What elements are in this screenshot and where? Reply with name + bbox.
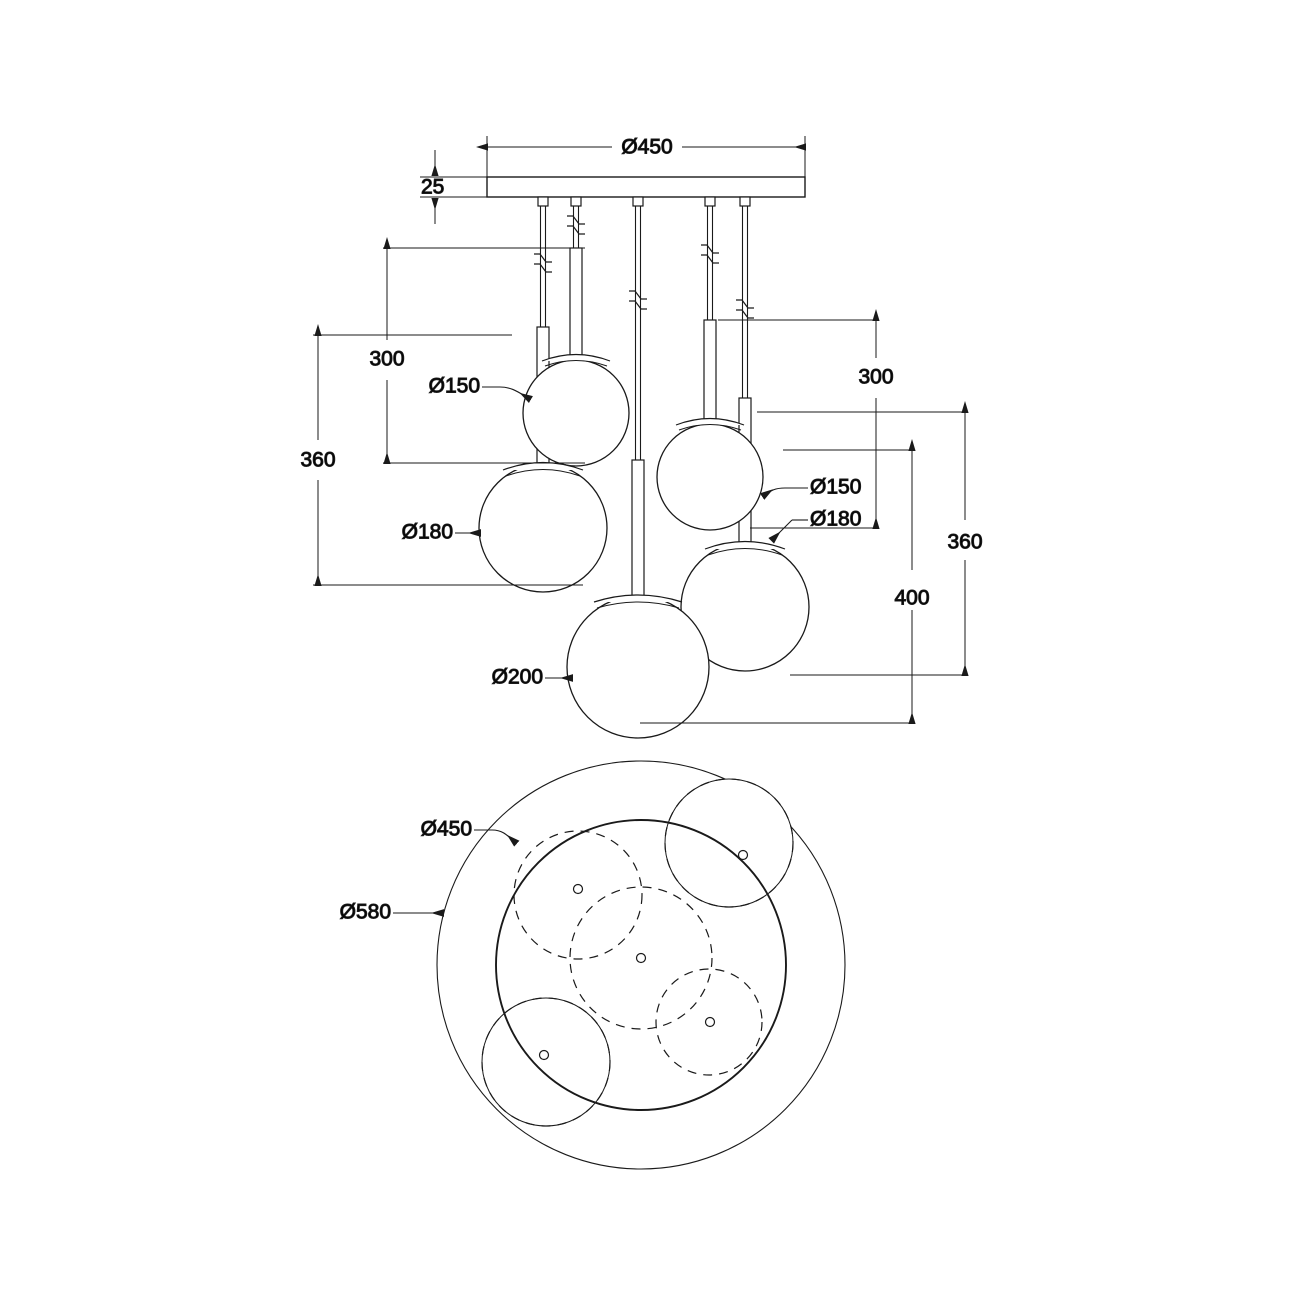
label-left-300: 300	[369, 348, 404, 371]
plan-globe-bottom-right	[655, 968, 763, 1076]
label-plan-outer-diameter: Ø580	[340, 901, 391, 924]
elevation-view: Ø450 25 300 360 Ø150 Ø180 Ø200 300 360 4…	[300, 135, 983, 739]
globe-right-small	[656, 417, 764, 531]
plan-globe-bottom-left	[481, 997, 611, 1127]
label-right-medium-diameter: Ø180	[810, 508, 861, 531]
label-right-300: 300	[858, 366, 893, 389]
dim-left-300	[383, 237, 585, 464]
suspension-rod-3	[629, 196, 647, 609]
plan-center-marks	[538, 849, 749, 1061]
label-left-small-diameter: Ø150	[429, 375, 480, 398]
plan-globe-top-left	[513, 830, 643, 960]
label-right-360: 360	[947, 531, 982, 554]
canopy-plate	[486, 176, 806, 198]
label-canopy-thickness: 25	[421, 176, 444, 199]
plan-globe-footprints	[481, 778, 794, 1127]
label-right-400: 400	[894, 587, 929, 610]
label-canopy-diameter: Ø450	[621, 136, 672, 159]
label-plan-inner-diameter: Ø450	[421, 818, 472, 841]
plan-globe-outline-bottom-left	[481, 997, 611, 1127]
suspension-rod-2	[567, 196, 585, 361]
label-bottom-large-diameter: Ø200	[492, 666, 543, 689]
suspension-rod-4	[701, 196, 719, 441]
plan-view: Ø450 Ø580	[339, 760, 846, 1170]
plan-inner-circle	[495, 819, 787, 1111]
dim-left-360	[313, 324, 583, 586]
dim-right-360	[757, 401, 969, 676]
plan-globe-center	[569, 886, 713, 1030]
globe-left-small	[522, 353, 630, 467]
label-left-medium-diameter: Ø180	[402, 521, 453, 544]
leader-plan-inner-diameter	[474, 829, 520, 847]
leader-right-small-diameter	[759, 487, 808, 500]
label-left-360: 360	[300, 449, 335, 472]
plan-globe-outline-top-right	[664, 778, 794, 908]
globe-right-medium	[680, 540, 810, 672]
dim-right-400	[640, 439, 916, 724]
leader-right-medium-diameter	[768, 519, 808, 544]
plan-globe-top-right	[664, 778, 794, 908]
dim-canopy-diameter	[476, 136, 806, 180]
label-right-small-diameter: Ø150	[810, 476, 861, 499]
globe-left-medium	[478, 461, 608, 593]
dim-right-300	[718, 309, 880, 529]
dim-canopy-thickness	[420, 150, 488, 224]
leader-left-small-diameter	[482, 386, 533, 403]
globe-bottom-large	[566, 594, 710, 739]
